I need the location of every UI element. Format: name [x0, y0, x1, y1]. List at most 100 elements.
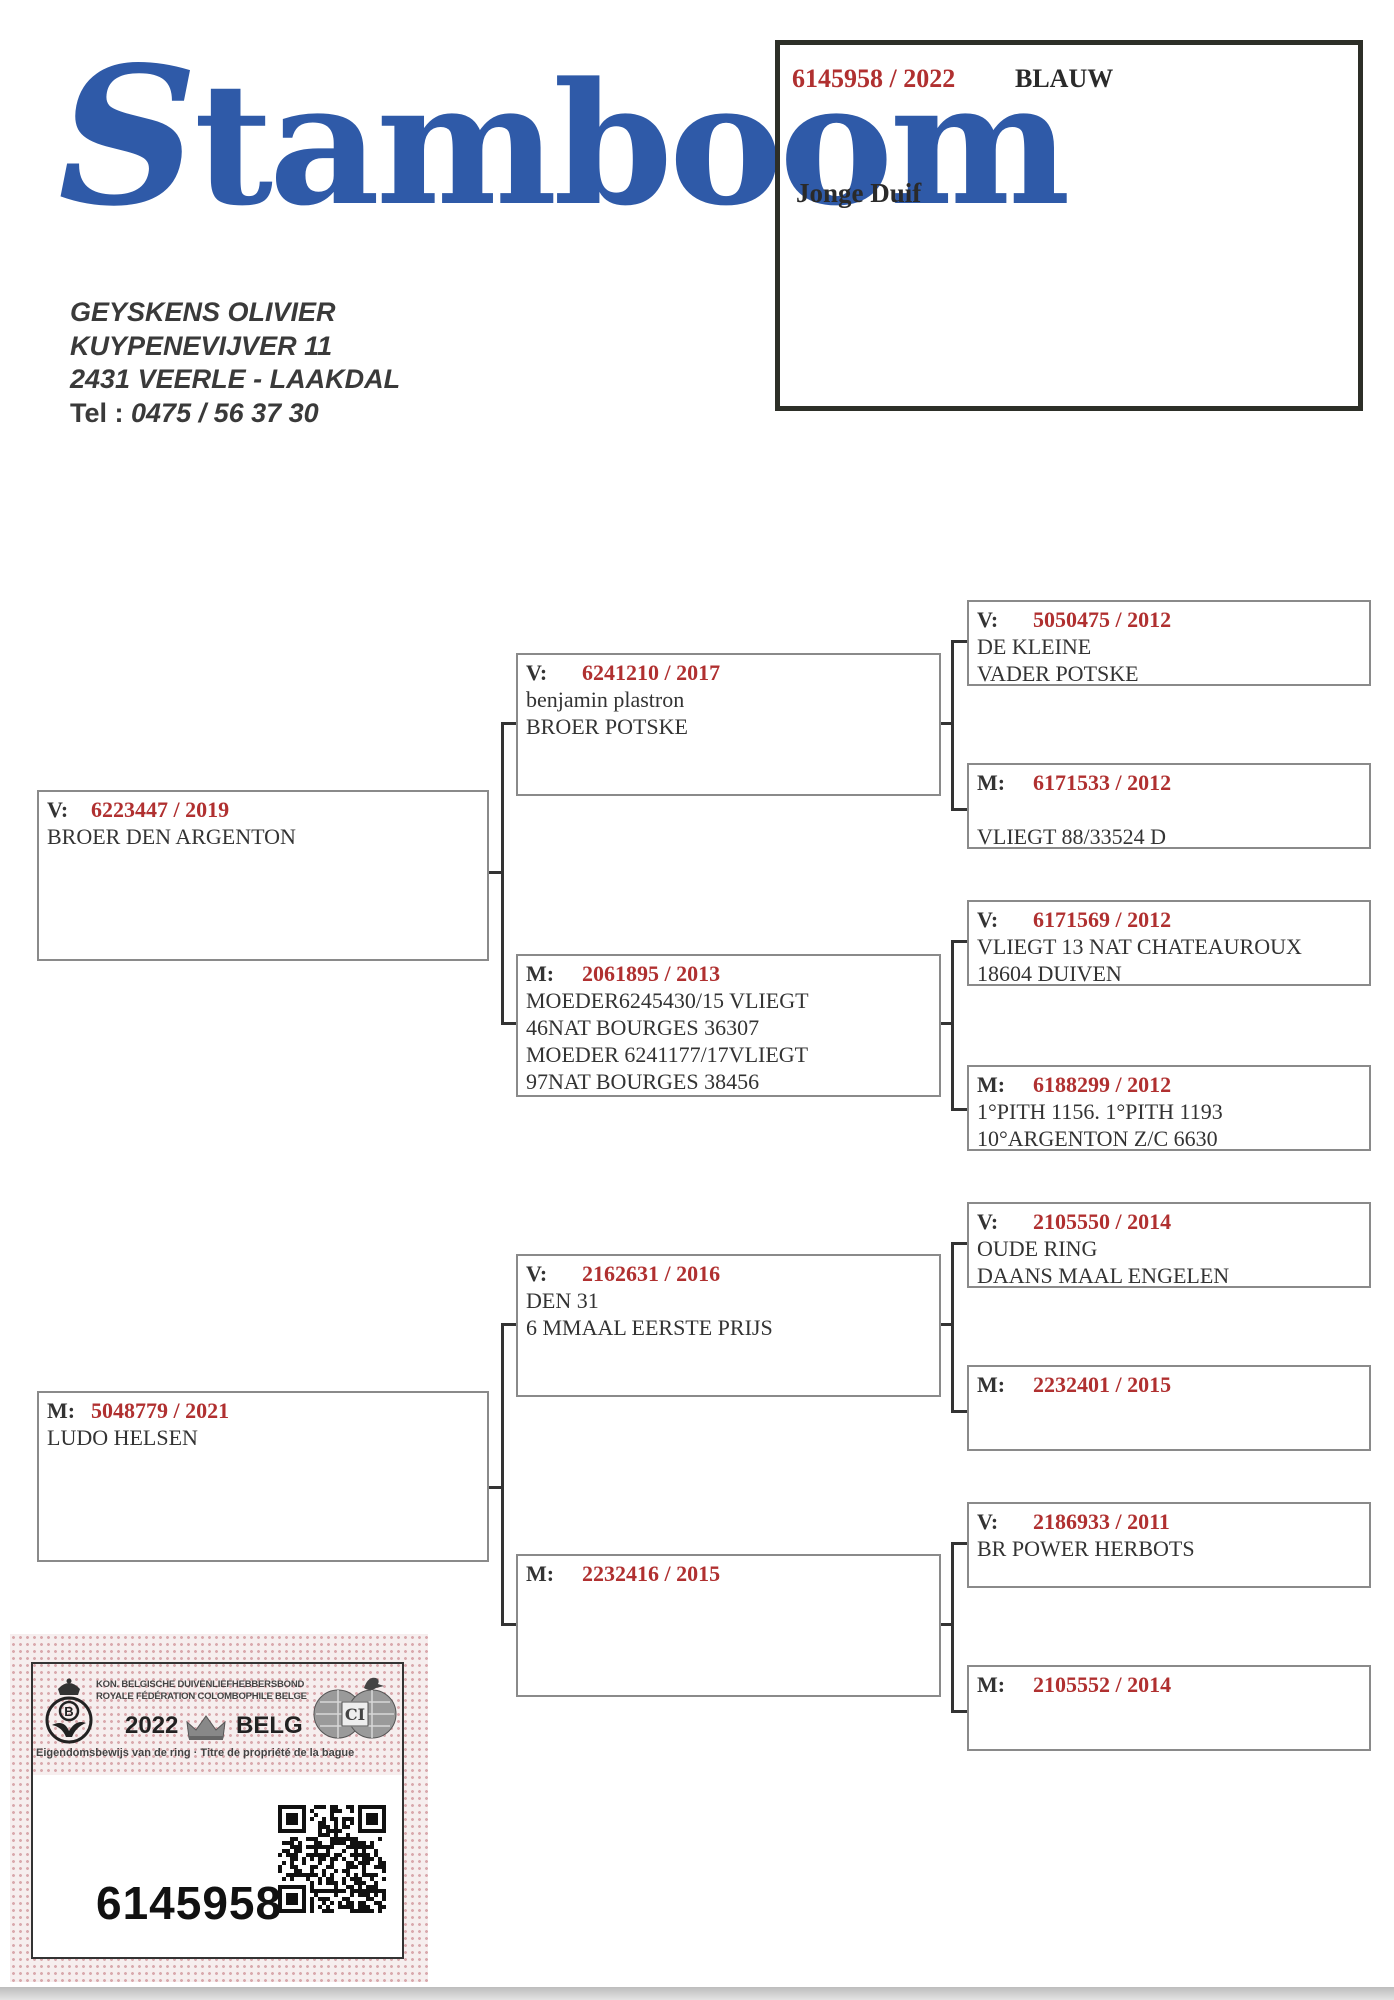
owner-name: GEYSKENS OLIVIER	[70, 297, 336, 327]
connector	[951, 940, 967, 943]
fci-logo-icon: CI	[313, 1677, 397, 1739]
note-line: MOEDER6245430/15 VLIEGT	[526, 988, 809, 1013]
ring-number: 2105550 / 2014	[1033, 1209, 1172, 1234]
connector	[501, 1022, 517, 1025]
connector	[940, 722, 953, 725]
great-grandparent-box: V: 2105550 / 2014 OUDE RING DAANS MAAL EN…	[967, 1202, 1371, 1288]
connector	[940, 1022, 953, 1025]
note-line: BROER POTSKE	[526, 714, 688, 739]
note-line	[977, 796, 1361, 823]
note-line: OUDE RING	[977, 1236, 1098, 1261]
connector	[940, 1323, 953, 1326]
ring-number: 2162631 / 2016	[582, 1261, 721, 1286]
ring-card-title: Eigendomsbewijs van de ring · Titre de p…	[36, 1747, 355, 1759]
ring-card-body	[33, 1775, 402, 1957]
grandparent-box: M:2061895 / 2013 MOEDER6245430/15 VLIEGT…	[516, 954, 941, 1097]
connector	[489, 1486, 503, 1489]
great-grandparent-box: V:6171569 / 2012 VLIEGT 13 NAT CHATEAURO…	[967, 900, 1371, 986]
connector	[951, 640, 954, 811]
note-line: VLIEGT 88/33524 D	[977, 824, 1167, 849]
connector	[501, 1623, 517, 1626]
sex-label: M:	[526, 1561, 555, 1586]
note-line: DEN 31	[526, 1288, 599, 1313]
ring-number: 6171533 / 2012	[1033, 770, 1172, 795]
subject-category: Jonge Duif	[796, 178, 922, 208]
federation-name-fr: ROYALE FÉDÉRATION COLOMBOPHILE BELGE	[96, 1691, 307, 1702]
great-grandparent-box: M: 2232401 / 2015	[967, 1365, 1371, 1451]
sex-label: V:	[977, 907, 999, 932]
ring-number: 5048779 / 2021	[91, 1398, 230, 1423]
svg-text:CI: CI	[345, 1705, 365, 1724]
note-line: 46NAT BOURGES 36307	[526, 1015, 760, 1040]
connector	[951, 1710, 967, 1713]
sex-label: V:	[526, 660, 548, 685]
sex-label: V:	[977, 1209, 999, 1234]
crown-icon	[186, 1715, 226, 1740]
connector	[940, 1623, 953, 1626]
subject-colour: BLAUW	[1015, 64, 1114, 93]
owner-city: 2431 VEERLE - LAAKDAL	[70, 364, 401, 394]
connector	[489, 871, 503, 874]
sex-label: V:	[47, 797, 69, 822]
ring-card-number: 6145958	[96, 1877, 283, 1929]
connector	[951, 1542, 954, 1713]
subject-box	[775, 40, 1363, 411]
ring-number: 5050475 / 2012	[1033, 607, 1172, 632]
connector	[951, 1410, 967, 1413]
ring-number: 2186933 / 2011	[1033, 1509, 1170, 1534]
note-line: 1°PITH 1156. 1°PITH 1193	[977, 1099, 1223, 1124]
great-grandparent-box: M: 6188299 / 2012 1°PITH 1156. 1°PITH 119…	[967, 1065, 1371, 1151]
ring-card-frame	[31, 1662, 404, 1959]
ring-number: 6223447 / 2019	[91, 797, 230, 822]
sex-label: V:	[526, 1261, 548, 1286]
stamboom-logo: Stamboom	[58, 42, 1071, 232]
note-line: 97NAT BOURGES 38456	[526, 1069, 760, 1094]
note-line: LUDO HELSEN	[47, 1425, 198, 1450]
sex-label: M:	[977, 770, 1006, 795]
sex-label: M:	[526, 961, 555, 986]
great-grandparent-box: V: 5050475 / 2012 DE KLEINE VADER POTSKE	[967, 600, 1371, 686]
connector	[501, 722, 504, 1024]
ring-number: 6241210 / 2017	[582, 660, 721, 685]
ring-card-year: 2022	[125, 1712, 179, 1739]
great-grandparent-box: V: 2186933 / 2011 BR POWER HERBOTS	[967, 1502, 1371, 1588]
sex-label: M:	[977, 1372, 1006, 1397]
ring-number: 6188299 / 2012	[1033, 1072, 1172, 1097]
great-grandparent-box: M: 6171533 / 2012 VLIEGT 88/33524 D	[967, 763, 1371, 849]
note-line: BR POWER HERBOTS	[977, 1536, 1195, 1561]
connector	[501, 1323, 504, 1625]
note-line: VADER POTSKE	[977, 661, 1139, 686]
logo-cap: S	[58, 25, 198, 248]
sex-label: M:	[977, 1072, 1006, 1097]
sex-label: V:	[977, 607, 999, 632]
connector	[951, 640, 967, 643]
kbdb-logo-icon: B	[45, 1678, 93, 1744]
connector	[501, 1323, 517, 1326]
connector	[951, 808, 967, 811]
phone-number: 0475 / 56 37 30	[131, 397, 319, 428]
ring-number: 2105552 / 2014	[1033, 1672, 1172, 1697]
grandparent-box: V: 2162631 / 2016 DEN 31 6 MMAAL EERSTE P…	[516, 1254, 941, 1397]
connector	[951, 1242, 967, 1245]
ring-card-country: BELG	[236, 1712, 303, 1739]
connector	[951, 940, 954, 1111]
note-line: 6 MMAAL EERSTE PRIJS	[526, 1315, 773, 1340]
note-line: DAANS MAAL ENGELEN	[977, 1263, 1230, 1288]
connector	[951, 1542, 967, 1545]
page-bottom-edge	[0, 1987, 1394, 2000]
great-grandparent-box: M:2105552 / 2014	[967, 1665, 1371, 1751]
note-line: 18604 DUIVEN	[977, 961, 1122, 986]
note-line: DE KLEINE	[977, 634, 1092, 659]
parent-dam-box: M: 5048779 / 2021 LUDO HELSEN	[37, 1391, 489, 1562]
note-line: benjamin plastron	[526, 687, 685, 712]
grandparent-box: V: 6241210 / 2017 benjamin plastron BROER…	[516, 653, 941, 796]
connector	[501, 722, 517, 725]
note-line: 10°ARGENTON Z/C 6630	[977, 1126, 1218, 1151]
ring-number: 2232401 / 2015	[1033, 1372, 1172, 1397]
connector	[951, 1108, 967, 1111]
parent-sire-box: V:6223447 / 2019 BROER DEN ARGENTON	[37, 790, 489, 961]
sex-label: M:	[47, 1398, 76, 1423]
logo-rest: tamboom	[193, 45, 1071, 243]
sex-label: V:	[977, 1509, 999, 1534]
federation-name-nl: KON. BELGISCHE DUIVENLIEFHEBBERSBOND	[96, 1679, 305, 1690]
